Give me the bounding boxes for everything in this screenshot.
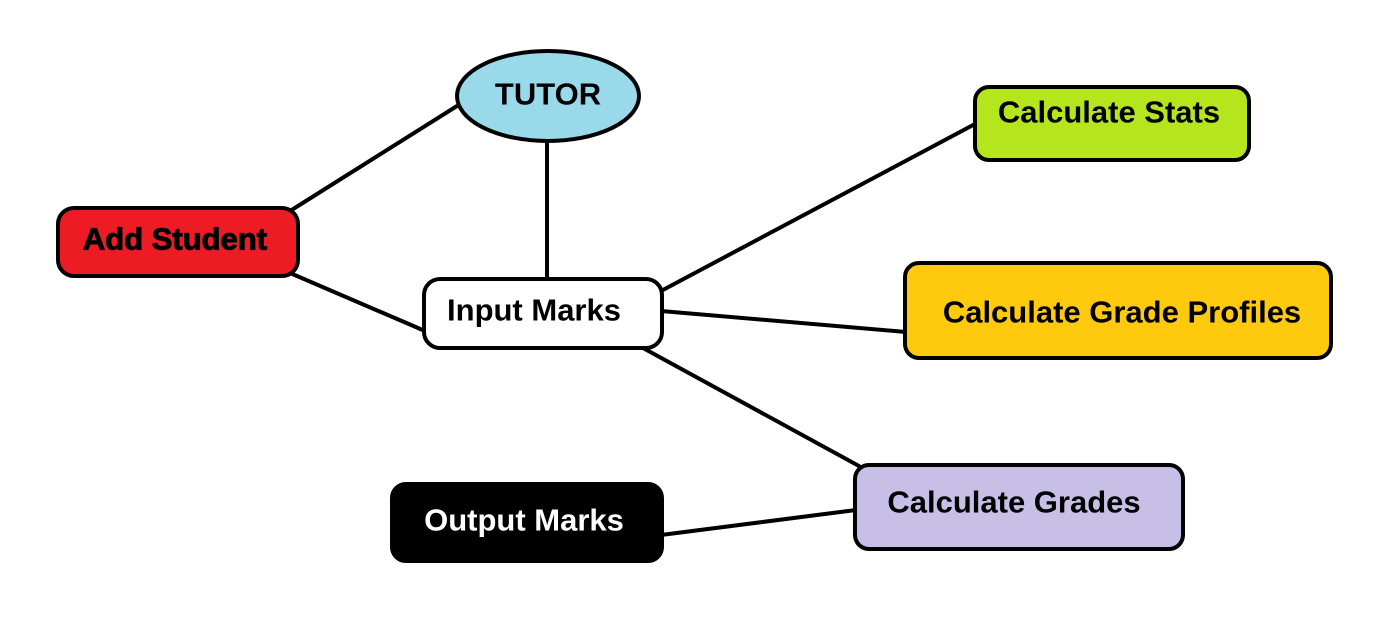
node-calculate-grade-profiles: Calculate Grade Profiles xyxy=(903,261,1333,360)
node-tutor: TUTOR xyxy=(455,49,641,143)
add-student-box xyxy=(56,206,300,278)
calculate-grades-box xyxy=(853,463,1185,551)
edge-add-student-tutor xyxy=(288,104,459,213)
tutor-ellipse xyxy=(455,49,641,143)
edge-output-marks-calculate-grades xyxy=(659,508,858,537)
output-marks-label: Output Marks xyxy=(424,503,624,538)
node-calculate-stats: Calculate Stats xyxy=(973,85,1251,162)
add-student-label: Add Student xyxy=(83,222,267,257)
calculate-stats-box xyxy=(973,85,1251,162)
calculate-stats-label: Calculate Stats xyxy=(998,95,1220,130)
input-marks-label: Input Marks xyxy=(447,293,621,328)
node-output-marks: Output Marks xyxy=(390,482,664,563)
edge-input-marks-calculate-grades xyxy=(641,346,861,468)
node-calculate-grades: Calculate Grades xyxy=(853,463,1185,551)
edge-input-marks-calculate-stats xyxy=(659,122,977,293)
node-input-marks: Input Marks xyxy=(422,277,664,350)
tutor-label: TUTOR xyxy=(495,77,601,112)
edge-add-student-input-marks xyxy=(288,271,427,333)
calculate-grade-profiles-label: Calculate Grade Profiles xyxy=(943,295,1301,330)
input-marks-box xyxy=(422,277,664,350)
edges xyxy=(288,104,977,537)
calculate-grade-profiles-box xyxy=(903,261,1333,360)
calculate-grades-label: Calculate Grades xyxy=(887,485,1140,520)
output-marks-box xyxy=(390,482,664,563)
node-add-student: Add Student xyxy=(56,206,300,278)
edge-input-marks-calculate-grade-profiles xyxy=(659,309,908,334)
